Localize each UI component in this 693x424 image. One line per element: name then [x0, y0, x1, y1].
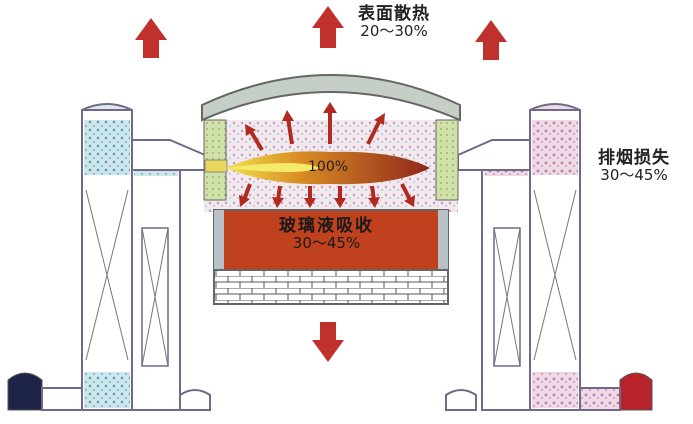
- left-regenerator: [7, 103, 211, 411]
- right-checker-bottom: [532, 372, 578, 408]
- up-arrow-4: [366, 119, 382, 145]
- surface-loss-arrow-right: [475, 20, 507, 60]
- burner-port: [204, 159, 228, 173]
- up-arrowhead-1: [245, 124, 256, 136]
- up-arrow-2: [286, 117, 294, 145]
- tank-side-right: [438, 210, 448, 270]
- surface-loss-arrow-center: [312, 6, 344, 48]
- bottom-loss-arrow: [312, 322, 344, 362]
- right-tower-cross: [533, 189, 577, 361]
- up-arrowhead-3: [323, 102, 337, 113]
- left-inner-flue: [141, 227, 169, 367]
- right-port-neck: [457, 139, 531, 171]
- glass-absorption-title: 玻璃液吸收: [279, 216, 374, 236]
- down-arrowhead-4: [334, 198, 346, 208]
- flame-core: [226, 163, 320, 172]
- furnace-crown: [201, 74, 461, 122]
- down-arrowhead-3: [304, 198, 316, 208]
- left-checker-top: [84, 120, 130, 175]
- right-regenerator: [445, 103, 653, 411]
- right-tower-cap: [529, 103, 581, 111]
- flame-label: 100%: [308, 160, 348, 175]
- surface-loss-title: 表面散热: [358, 4, 430, 24]
- left-outlet-cap: [7, 372, 43, 411]
- right-inner-cross: [493, 227, 521, 367]
- left-foot: [179, 389, 211, 411]
- right-breast-wall: [435, 119, 459, 201]
- surface-loss-label: 表面散热 20～30%: [358, 4, 430, 40]
- flame-value: 100%: [308, 159, 349, 175]
- left-inner-tower: [131, 149, 181, 411]
- left-checker-bottom: [84, 372, 130, 408]
- right-base-duct: [579, 387, 621, 411]
- left-tower-cross: [85, 189, 129, 361]
- furnace-bottom-bricks: [213, 269, 449, 305]
- down-arrowhead-2: [272, 197, 284, 208]
- left-tower-cap: [81, 103, 133, 111]
- right-inner-tower: [481, 149, 531, 411]
- surface-loss-value: 20～30%: [360, 21, 428, 40]
- left-base-duct: [41, 387, 83, 411]
- tank-side-left: [214, 210, 224, 270]
- down-arrowhead-1: [239, 195, 250, 207]
- surface-loss-arrow-left: [135, 18, 167, 58]
- glass-melt-tank: [213, 209, 449, 271]
- radiation-arrows: [239, 102, 415, 208]
- exhaust-loss-title: 排烟损失: [598, 148, 670, 168]
- up-arrowhead-4: [374, 113, 385, 125]
- heat-arrows: [135, 6, 507, 362]
- right-outlet-cap: [619, 372, 653, 411]
- exhaust-loss-value: 30～45%: [600, 165, 668, 184]
- right-checker-top: [532, 120, 578, 175]
- up-arrowhead-2: [282, 110, 294, 121]
- right-foot: [445, 389, 477, 411]
- left-port-neck: [131, 139, 206, 171]
- down-arrowhead-6: [404, 195, 415, 207]
- left-inner-cross: [141, 227, 169, 367]
- exhaust-loss-label: 排烟损失 30～45%: [598, 148, 670, 184]
- up-arrow-1: [248, 128, 264, 152]
- right-inner-flue: [493, 227, 521, 367]
- down-arrow-6: [400, 183, 412, 201]
- flame: [226, 151, 430, 185]
- down-arrowhead-5: [368, 197, 380, 208]
- glass-absorption-value: 30～45%: [292, 233, 361, 252]
- glass-absorption-label: 玻璃液吸收 30～45%: [279, 216, 374, 252]
